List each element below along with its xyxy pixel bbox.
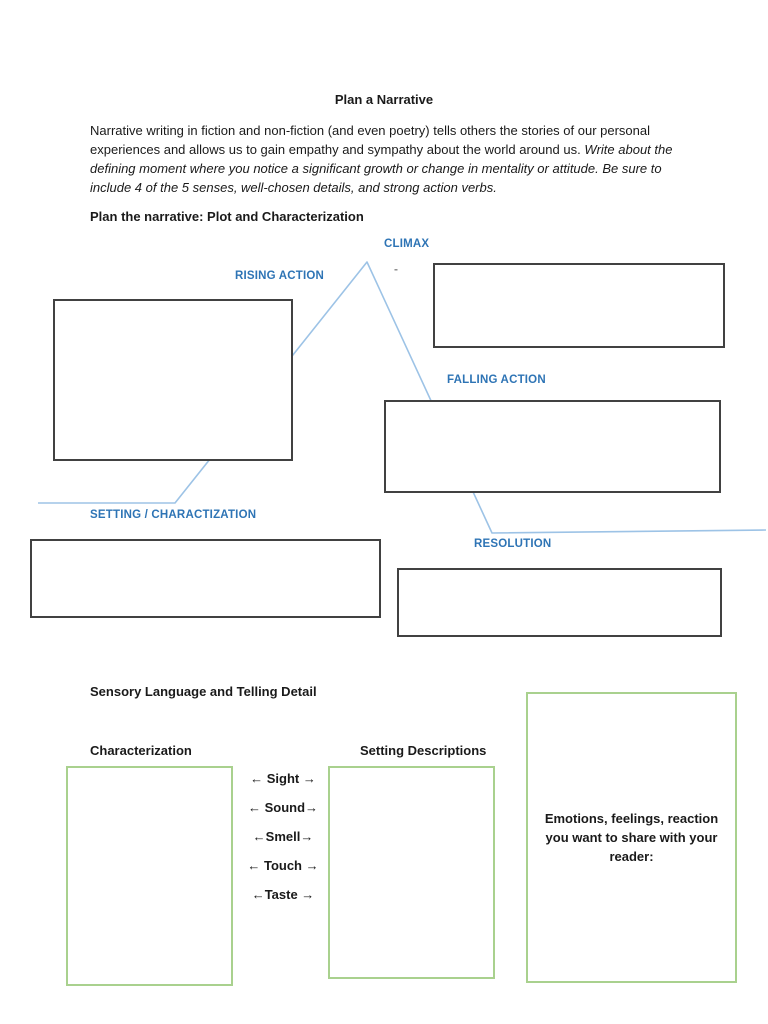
setting-characterization-label: SETTING / CHARACTIZATION <box>90 509 257 521</box>
emotions-writing-box[interactable]: Emotions, feelings, reaction you want to… <box>526 692 737 983</box>
stray-mark: - <box>394 262 398 276</box>
falling-action-writing-box[interactable] <box>384 400 721 493</box>
senses-list: ← Sight → ← Sound→ ←Smell→ ← Touch → ←Ta… <box>236 771 330 916</box>
resolution-label: RESOLUTION <box>474 538 552 550</box>
climax-label: CLIMAX <box>384 238 430 250</box>
sensory-section-heading: Sensory Language and Telling Detail <box>90 684 317 699</box>
climax-writing-box[interactable] <box>433 263 725 348</box>
emotions-prompt-text: Emotions, feelings, reaction you want to… <box>544 811 719 864</box>
intro-paragraph: Narrative writing in fiction and non-fic… <box>90 121 684 197</box>
setting-characterization-writing-box[interactable] <box>30 539 381 618</box>
rising-action-writing-box[interactable] <box>53 299 293 461</box>
sense-sight: ← Sight → <box>250 771 316 786</box>
page-title: Plan a Narrative <box>334 92 434 107</box>
characterization-writing-box[interactable] <box>66 766 233 986</box>
sense-taste: ←Taste → <box>251 887 315 902</box>
intro-regular-text: Narrative writing in fiction and non-fic… <box>90 123 651 157</box>
plot-section-heading: Plan the narrative: Plot and Characteriz… <box>90 209 364 224</box>
characterization-column-label: Characterization <box>90 743 192 758</box>
rising-action-label: RISING ACTION <box>235 270 325 282</box>
setting-descriptions-writing-box[interactable] <box>328 766 495 979</box>
intro-italic-text: Write about the defining moment where yo… <box>90 142 673 195</box>
falling-action-label: FALLING ACTION <box>447 374 546 386</box>
sense-smell: ←Smell→ <box>252 829 314 844</box>
resolution-writing-box[interactable] <box>397 568 722 637</box>
sense-sound: ← Sound→ <box>247 800 319 815</box>
sense-touch: ← Touch → <box>247 858 319 873</box>
setting-descriptions-column-label: Setting Descriptions <box>360 743 487 758</box>
